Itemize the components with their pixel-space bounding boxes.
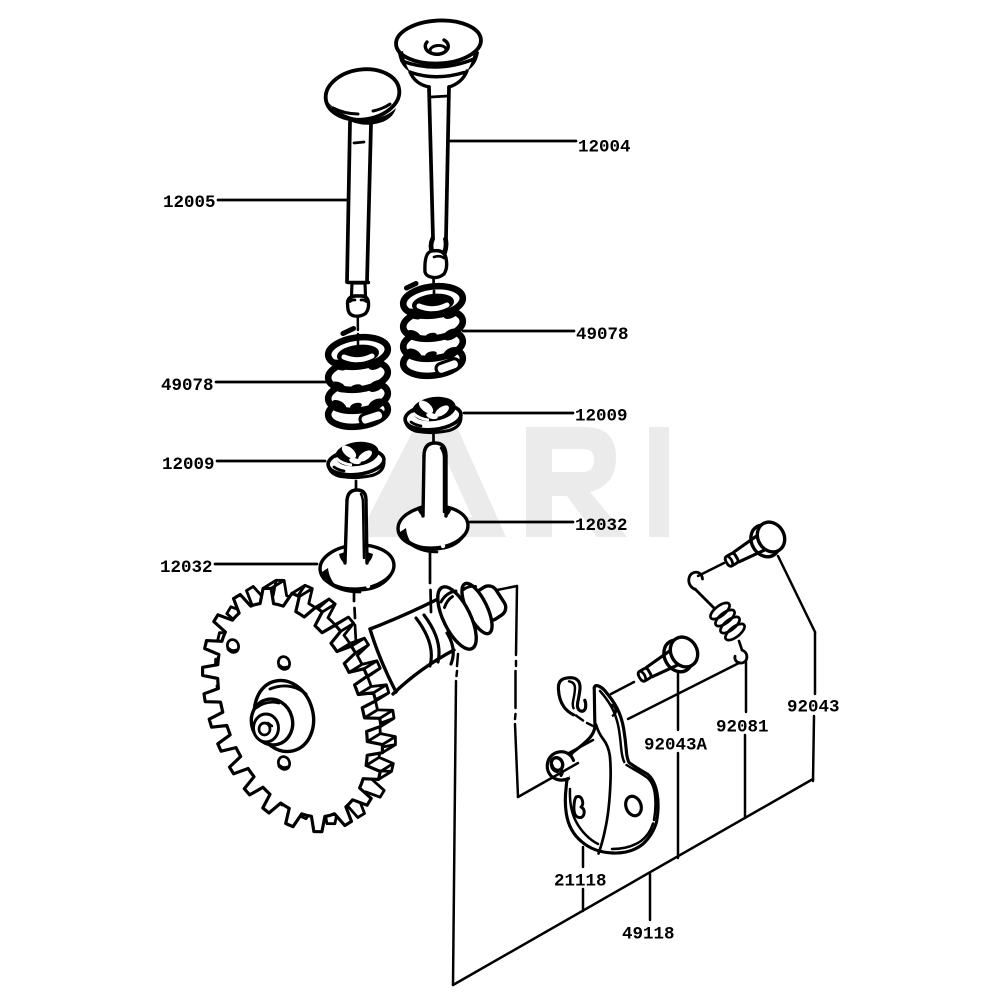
svg-text:12009: 12009 (575, 407, 628, 427)
svg-text:12032: 12032 (160, 558, 213, 578)
svg-text:49078: 49078 (576, 325, 629, 345)
svg-text:49118: 49118 (622, 925, 675, 945)
svg-text:12004: 12004 (578, 138, 631, 158)
svg-text:12032: 12032 (575, 516, 628, 536)
svg-text:21118: 21118 (554, 872, 607, 892)
svg-text:12005: 12005 (163, 193, 216, 213)
svg-text:12009: 12009 (162, 455, 215, 475)
svg-text:92043: 92043 (787, 698, 840, 718)
svg-text:92043A: 92043A (644, 736, 708, 756)
svg-text:49078: 49078 (161, 376, 214, 396)
svg-text:92081: 92081 (716, 718, 769, 738)
